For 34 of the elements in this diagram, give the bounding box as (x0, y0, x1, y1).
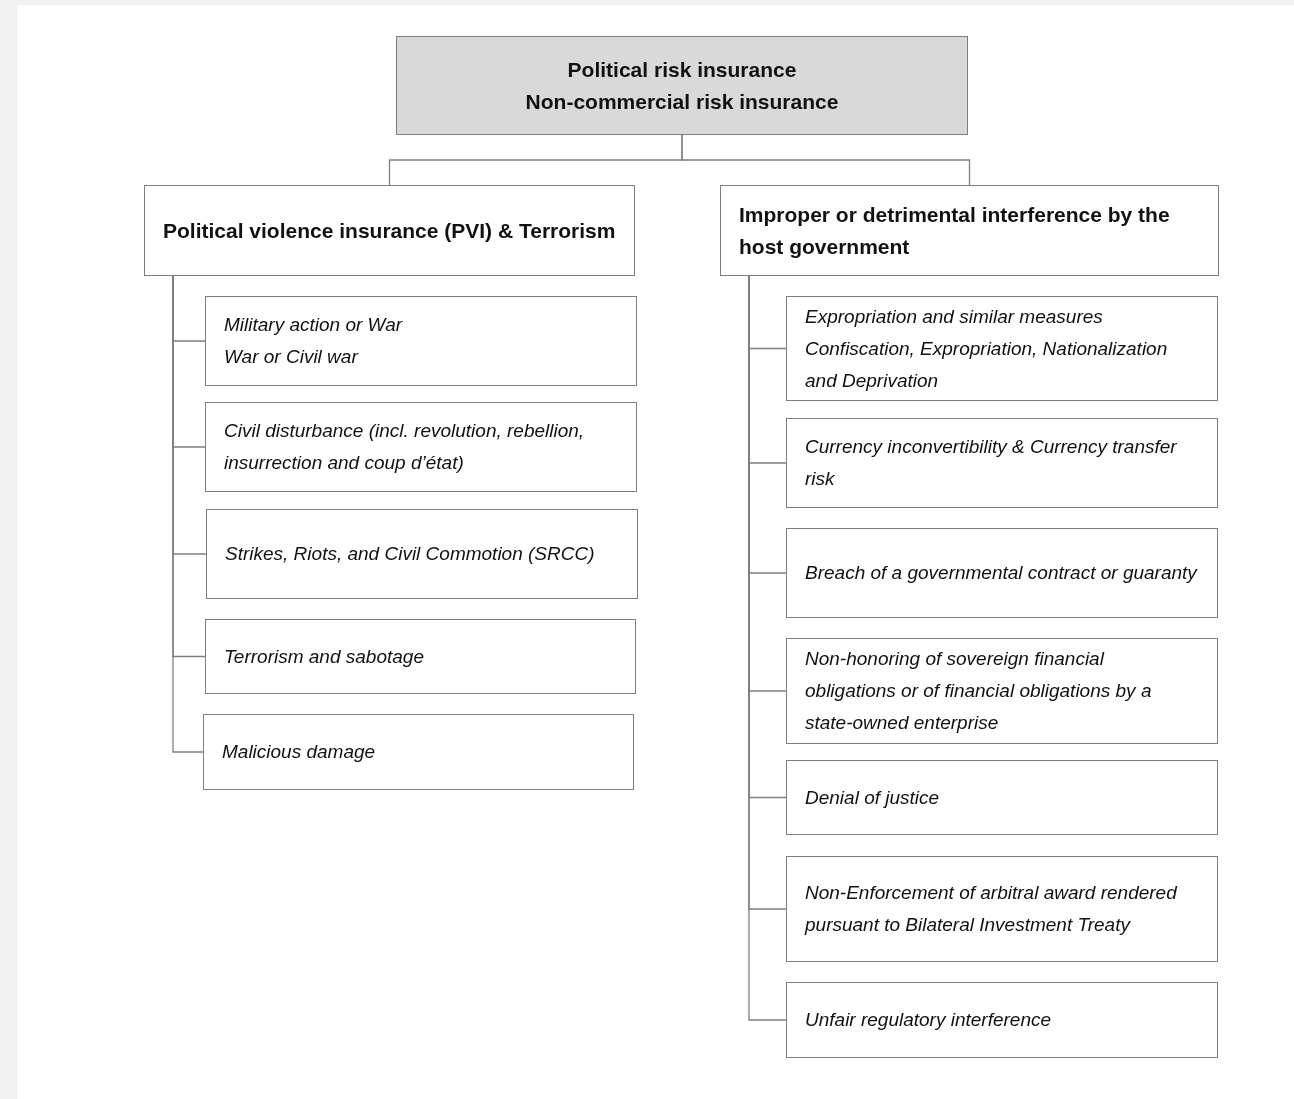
item-text: Breach of a governmental contract or guaranty (805, 561, 1199, 585)
item-text: Non-honoring of sovereign financial obligations or of financial obligations by a state-owned enterprise (805, 647, 1153, 735)
item-text: Malicious damage (222, 740, 377, 764)
risk-box (786, 760, 1218, 835)
category-box (720, 185, 1219, 276)
risk-box (786, 856, 1218, 962)
item-text: Non-Enforcement of arbitral award rendered pursuant to Bilateral Investment Treaty (805, 881, 1179, 937)
item-text: Unfair regulatory interference (805, 1008, 1053, 1032)
risk-box (206, 509, 638, 599)
item-text: Terrorism and sabotage (224, 644, 425, 669)
item-text: Expropriation and similar measures (805, 304, 1104, 329)
risk-box (786, 638, 1218, 744)
risk-box (786, 528, 1218, 618)
heading-text: Political violence insurance (PVI) & Terrorism (163, 217, 616, 244)
title-text: Non-commercial risk insurance (525, 88, 839, 115)
risk-box (205, 402, 637, 492)
root-box (396, 36, 968, 135)
heading-text: Improper or detrimental interference by the host government (739, 201, 1171, 260)
item-text: War or Civil war (224, 345, 360, 369)
item-text: Denial of justice (805, 785, 941, 810)
item-text: Civil disturbance (incl. revolution, rebellion, insurrection and coup d’état) (224, 419, 586, 475)
item-text: Currency inconvertibility & Currency transfer risk (805, 435, 1178, 491)
risk-box (205, 619, 636, 694)
risk-box (786, 296, 1218, 401)
risk-box (786, 418, 1218, 508)
item-text: Confiscation, Expropriation, Nationalization and Deprivation (805, 336, 1169, 393)
connector-line (681, 134, 971, 186)
item-text: Strikes, Riots, and Civil Commotion (SRCC) (225, 542, 596, 566)
category-box (144, 185, 635, 276)
risk-box (203, 714, 634, 790)
item-text: Military action or War (224, 313, 404, 337)
title-text: Political risk insurance (567, 56, 797, 83)
risk-box (786, 982, 1218, 1058)
risk-box (205, 296, 637, 386)
